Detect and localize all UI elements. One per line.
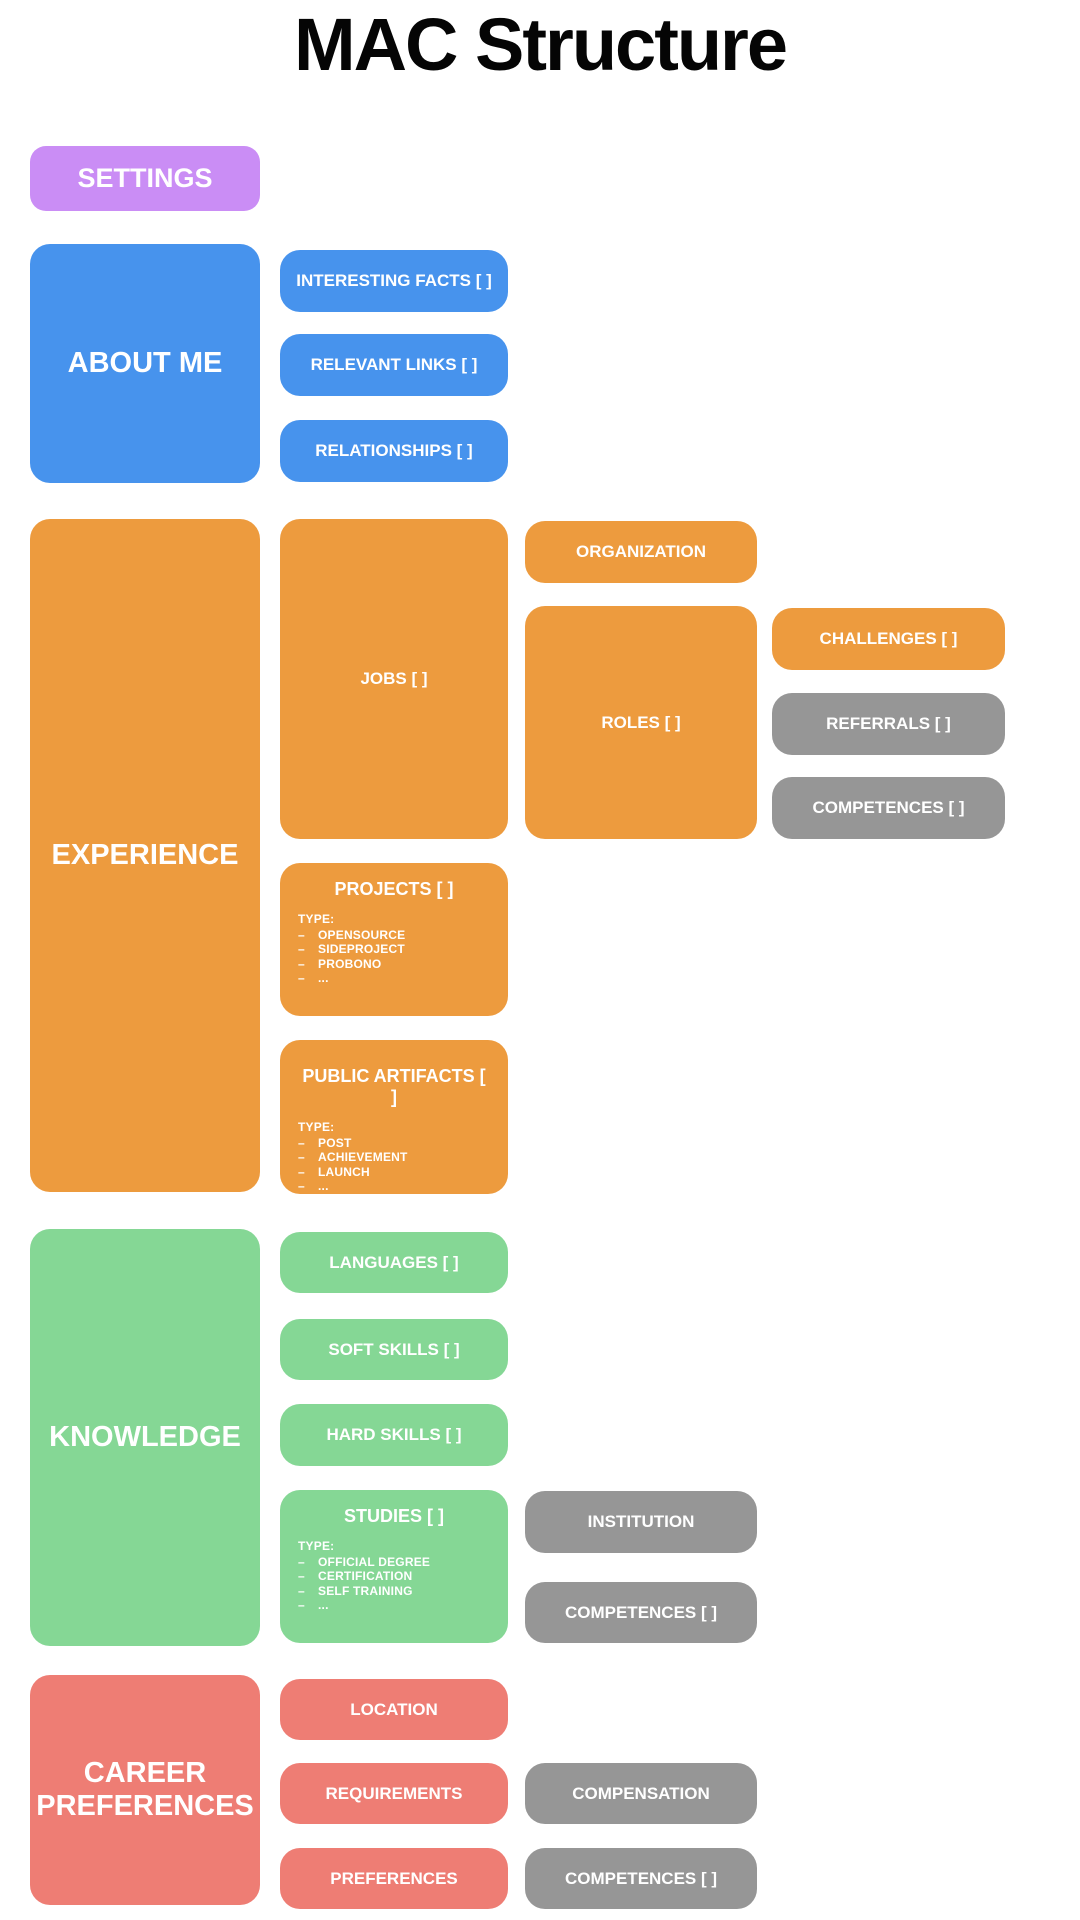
node-jobs[interactable]: JOBS [ ] <box>280 519 508 839</box>
projects-type-item: –... <box>298 971 329 985</box>
studies-type-item: –SELF TRAINING <box>298 1583 413 1598</box>
studies-type-item: –CERTIFICATION <box>298 1569 413 1583</box>
studies-type-heading: TYPE: <box>298 1539 335 1553</box>
node-interesting-facts[interactable]: INTERESTING FACTS [ ] <box>280 250 508 312</box>
node-organization-label: ORGANIZATION <box>575 542 706 561</box>
node-requirements-competences[interactable]: COMPETENCES [ ] <box>525 1848 757 1909</box>
node-knowledge-label: KNOWLEDGE <box>49 1420 241 1453</box>
node-relevant-links[interactable]: RELEVANT LINKS [ ] <box>280 334 508 396</box>
node-requirements-competences-label: COMPETENCES [ ] <box>564 1868 718 1888</box>
public-artifacts-type-item: –POST <box>298 1135 352 1150</box>
node-languages[interactable]: LANGUAGES [ ] <box>280 1232 508 1293</box>
node-organization[interactable]: ORGANIZATION <box>525 521 757 583</box>
studies-type-list: TYPE: –OFFICIAL DEGREE –CERTIFICATION –S… <box>298 1539 490 1613</box>
node-relevant-links-label: RELEVANT LINKS [ ] <box>310 355 478 374</box>
node-compensation[interactable]: COMPENSATION <box>525 1763 757 1824</box>
projects-type-item: –PROBONO <box>298 956 382 971</box>
node-knowledge[interactable]: KNOWLEDGE <box>30 1229 260 1646</box>
node-studies-label: STUDIES [ ] <box>343 1506 444 1526</box>
node-referrals-label: REFERRALS [ ] <box>826 714 951 733</box>
node-hard-skills[interactable]: HARD SKILLS [ ] <box>280 1404 508 1466</box>
node-about-me[interactable]: ABOUT ME <box>30 244 260 483</box>
node-settings[interactable]: SETTINGS <box>30 146 260 211</box>
studies-type-item: –... <box>298 1598 329 1612</box>
node-career-preferences[interactable]: CAREER PREFERENCES <box>30 1675 260 1905</box>
node-studies-competences-label: COMPETENCES [ ] <box>564 1602 718 1622</box>
node-languages-label: LANGUAGES [ ] <box>329 1252 459 1272</box>
node-settings-label: SETTINGS <box>77 162 213 193</box>
public-artifacts-type-item: –ACHIEVEMENT <box>298 1150 408 1164</box>
node-preferences-label: PREFERENCES <box>330 1868 458 1888</box>
node-location-label: LOCATION <box>350 1699 438 1719</box>
node-location[interactable]: LOCATION <box>280 1679 508 1740</box>
node-institution[interactable]: INSTITUTION <box>525 1491 757 1553</box>
node-compensation-label: COMPENSATION <box>572 1783 710 1803</box>
public-artifacts-type-item: –... <box>298 1179 329 1193</box>
projects-type-list: TYPE: –OPENSOURCE –SIDEPROJECT –PROBONO … <box>298 912 490 986</box>
node-roles-label: ROLES [ ] <box>601 712 681 732</box>
public-artifacts-type-item: –LAUNCH <box>298 1164 370 1179</box>
node-referrals[interactable]: REFERRALS [ ] <box>772 693 1005 755</box>
node-requirements[interactable]: REQUIREMENTS <box>280 1763 508 1824</box>
node-projects-label: PROJECTS [ ] <box>334 879 454 899</box>
node-soft-skills[interactable]: SOFT SKILLS [ ] <box>280 1319 508 1380</box>
node-roles-competences-label: COMPETENCES [ ] <box>812 798 965 817</box>
node-jobs-label: JOBS [ ] <box>360 669 428 688</box>
node-about-me-label: ABOUT ME <box>67 346 223 379</box>
node-requirements-label: REQUIREMENTS <box>325 1783 463 1803</box>
node-experience[interactable]: EXPERIENCE <box>30 519 260 1192</box>
node-experience-label: EXPERIENCE <box>51 838 239 871</box>
node-roles[interactable]: ROLES [ ] <box>525 606 757 839</box>
projects-type-item: –SIDEPROJECT <box>298 942 405 956</box>
node-institution-label: INSTITUTION <box>587 1512 695 1531</box>
node-hard-skills-label: HARD SKILLS [ ] <box>326 1425 462 1444</box>
node-challenges-label: CHALLENGES [ ] <box>819 629 958 648</box>
node-roles-competences[interactable]: COMPETENCES [ ] <box>772 777 1005 839</box>
studies-type-item: –OFFICIAL DEGREE <box>298 1554 431 1569</box>
node-relationships[interactable]: RELATIONSHIPS [ ] <box>280 420 508 482</box>
public-artifacts-type-heading: TYPE: <box>298 1120 335 1134</box>
node-career-preferences-label: CAREER PREFERENCES <box>36 1756 254 1822</box>
node-public-artifacts-label: PUBLIC ARTIFACTS [ ] <box>302 1066 486 1107</box>
node-public-artifacts[interactable]: PUBLIC ARTIFACTS [ ] TYPE: –POST –ACHIEV… <box>280 1040 508 1194</box>
page-title: MAC Structure <box>293 3 788 86</box>
projects-type-heading: TYPE: <box>298 912 335 926</box>
node-relationships-label: RELATIONSHIPS [ ] <box>315 441 473 460</box>
node-studies[interactable]: STUDIES [ ] TYPE: –OFFICIAL DEGREE –CERT… <box>280 1490 508 1643</box>
node-interesting-facts-label: INTERESTING FACTS [ ] <box>296 271 492 290</box>
node-preferences[interactable]: PREFERENCES <box>280 1848 508 1909</box>
public-artifacts-type-list: TYPE: –POST –ACHIEVEMENT –LAUNCH –... <box>298 1120 490 1194</box>
projects-type-item: –OPENSOURCE <box>298 927 406 942</box>
node-studies-competences[interactable]: COMPETENCES [ ] <box>525 1582 757 1643</box>
node-challenges[interactable]: CHALLENGES [ ] <box>772 608 1005 670</box>
node-soft-skills-label: SOFT SKILLS [ ] <box>328 1339 460 1359</box>
node-projects[interactable]: PROJECTS [ ] TYPE: –OPENSOURCE –SIDEPROJ… <box>280 863 508 1016</box>
